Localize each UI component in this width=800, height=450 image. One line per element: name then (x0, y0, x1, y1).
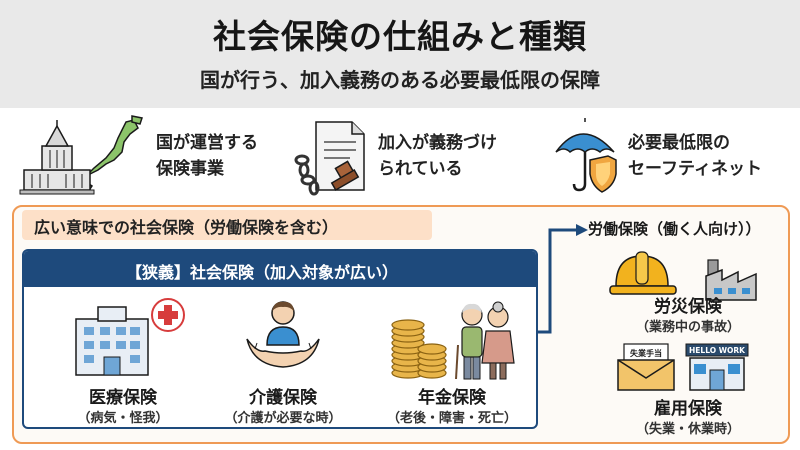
feature-safety-net: 必要最低限の セーフティネット (552, 116, 792, 196)
insurance-name: 雇用保険 (654, 399, 722, 419)
insurance-desc: （業務中の事故） (635, 320, 740, 335)
hospital-icon (75, 298, 185, 376)
nursing-care-insurance-item: 介護保険 （介護が必要な時） (208, 291, 358, 427)
narrow-header-bar: 【狭義】社会保険（加入対象が広い） (24, 251, 536, 287)
insurance-name: 労災保険 (654, 297, 722, 317)
envelope-text: 失業手当 (630, 348, 662, 358)
document-stamp-chain-icon (294, 121, 365, 196)
umbrella-shield-icon (555, 118, 617, 193)
feature-line-2: セーフティネット (628, 159, 762, 179)
broad-label-badge: 広い意味での社会保険（労働保険を含む） (22, 210, 432, 240)
caregiver-hands-icon (246, 301, 320, 368)
feature-line-1: 加入が義務づけ (378, 133, 497, 153)
feature-line-2: 保険事業 (156, 159, 224, 179)
insurance-desc: （失業・休業時） (635, 422, 740, 437)
insurance-name: 医療保険 (89, 388, 157, 408)
feature-mandatory: 加入が義務づけ られている (294, 116, 534, 196)
insurance-desc: （介護が必要な時） (224, 411, 342, 426)
hellowork-sign-text: HELLO WORK (689, 346, 746, 355)
pension-insurance-item: 年金保険 （老後・障害・死亡） (368, 291, 536, 427)
parliament-japan-map-icon (19, 115, 143, 195)
insurance-name: 介護保険 (249, 388, 317, 408)
page-title: 社会保険の仕組みと種類 (213, 17, 587, 56)
hardhat-factory-icon (609, 251, 757, 301)
insurance-desc: （病気・怪我） (77, 411, 169, 426)
connector-arrow (538, 224, 588, 334)
workers-comp-insurance-item: 労災保険 （業務中の事故） (598, 246, 778, 338)
feature-state-run: 国が運営する 保険事業 (18, 115, 278, 196)
medical-insurance-item: 医療保険 （病気・怪我） (48, 291, 198, 427)
insurance-desc: （老後・障害・死亡） (386, 411, 517, 426)
feature-line-2: られている (378, 159, 463, 179)
coins-elderly-couple-icon (391, 301, 515, 380)
narrow-social-insurance-panel: 【狭義】社会保険（加入対象が広い） 医療保険 （病気・怪我） (22, 249, 538, 429)
labor-insurance-heading: 労働保険（働く人向け）） (588, 220, 761, 238)
narrow-label: 【狭義】社会保険（加入対象が広い） (126, 263, 399, 282)
employment-insurance-item: 失業手当 HELLO WORK 雇用保険 （失業・休業時） (598, 342, 778, 442)
feature-line-1: 必要最低限の (628, 133, 730, 153)
header-band (0, 0, 800, 108)
feature-line-1: 国が運営する (156, 133, 258, 153)
envelope-hellowork-icon: 失業手当 HELLO WORK (617, 343, 749, 391)
broad-label: 広い意味での社会保険（労働保険を含む） (34, 218, 339, 237)
page-subtitle: 国が行う、加入義務のある必要最低限の保障 (200, 68, 600, 92)
insurance-name: 年金保険 (418, 388, 486, 408)
